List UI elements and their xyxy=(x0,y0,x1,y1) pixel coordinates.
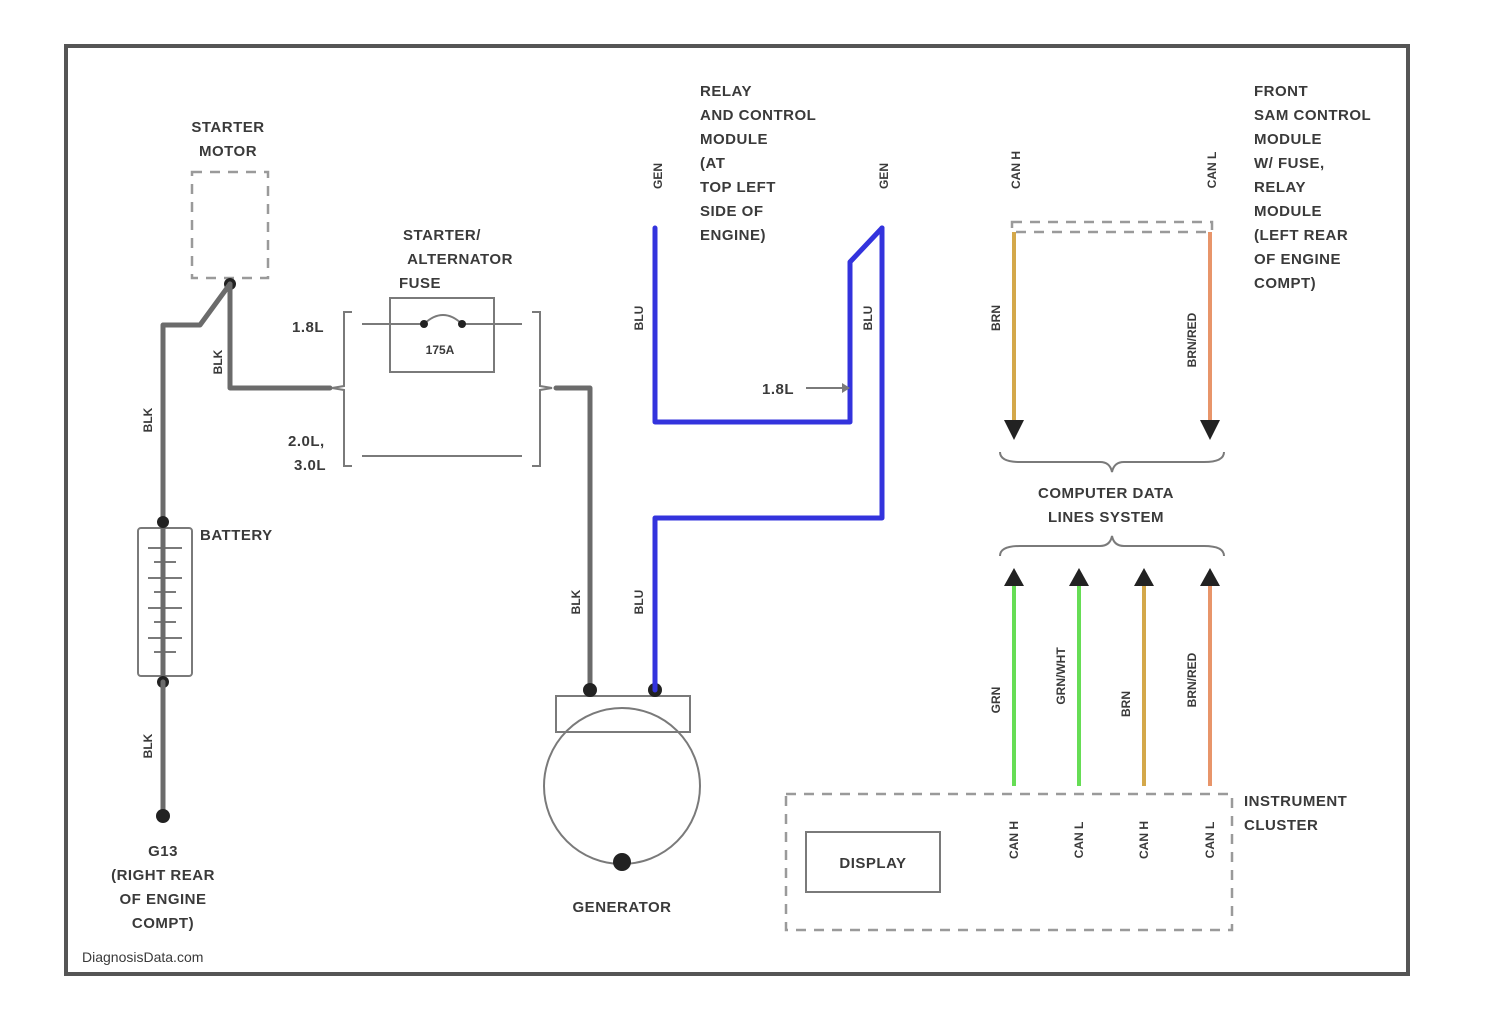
computer-data-label-1: COMPUTER DATA xyxy=(1038,485,1174,502)
fuse-to-generator-wire xyxy=(556,388,590,688)
sam-label-7: (LEFT REAR xyxy=(1254,227,1348,244)
battery-label: BATTERY xyxy=(200,527,273,544)
starter-to-fuse-wire xyxy=(230,284,330,388)
ic-wire-3-color: BRN xyxy=(1119,691,1133,717)
battery: BATTERY xyxy=(138,516,273,688)
instrument-cluster-label-2: CLUSTER xyxy=(1244,817,1318,834)
sam-pin-right-name: CAN L xyxy=(1205,152,1219,189)
sam-label-5: RELAY xyxy=(1254,179,1306,196)
generator-label: GENERATOR xyxy=(573,899,672,916)
relay-control-module: RELAY AND CONTROL MODULE (AT TOP LEFT SI… xyxy=(651,83,891,244)
sam-label-9: COMPT) xyxy=(1254,275,1316,292)
battery-neg-wire-color: BLK xyxy=(141,733,155,758)
generator: GENERATOR xyxy=(544,683,700,916)
sam-label-4: W/ FUSE, xyxy=(1254,155,1325,172)
display-label: DISPLAY xyxy=(839,855,906,872)
starter-to-battery-wire xyxy=(163,284,230,522)
can-l-top-wire-color: BRN/RED xyxy=(1185,312,1199,367)
relay-label-3: MODULE xyxy=(700,131,768,148)
relay-pin-left-name: GEN xyxy=(651,163,665,189)
starter-wire-color: BLK xyxy=(211,349,225,374)
fuse-label-1: STARTER/ xyxy=(403,227,481,244)
sam-pin-left-name: CAN H xyxy=(1009,151,1023,189)
sam-label-3: MODULE xyxy=(1254,131,1322,148)
relay-label-5: TOP LEFT xyxy=(700,179,776,196)
sam-label-8: OF ENGINE xyxy=(1254,251,1341,268)
fuse-label-2: ALTERNATOR xyxy=(407,251,513,268)
generator-d-wire-color: BLU xyxy=(632,590,646,615)
instrument-cluster-label-1: INSTRUMENT xyxy=(1244,793,1347,810)
starter-alternator-fuse: STARTER/ ALTERNATOR FUSE 175A 1.8L 2.0L,… xyxy=(288,227,552,474)
ic-wire-4-color: BRN/RED xyxy=(1185,652,1199,707)
fuse-rating: 175A xyxy=(426,343,455,357)
relay-label-1: RELAY xyxy=(700,83,752,100)
watermark-text: DiagnosisData.com xyxy=(82,949,203,965)
front-sam-module: FRONT SAM CONTROL MODULE W/ FUSE, RELAY … xyxy=(1009,83,1371,292)
ic-wire-1-color: GRN xyxy=(989,687,1003,714)
ground-label-4: COMPT) xyxy=(132,915,194,932)
ic-pin-3-name: CAN H xyxy=(1137,821,1151,859)
relay-label-4: (AT xyxy=(700,155,725,172)
ground-label-3: OF ENGINE xyxy=(119,891,206,908)
relay-label-6: SIDE OF xyxy=(700,203,764,220)
ground-label-1: G13 xyxy=(148,843,178,860)
relay-label-2: AND CONTROL xyxy=(700,107,816,124)
starter-motor: STARTER MOTOR xyxy=(191,119,268,290)
engine-variant-2a: 2.0L, xyxy=(288,433,325,450)
engine-variant-1: 1.8L xyxy=(292,319,324,336)
computer-data-label-2: LINES SYSTEM xyxy=(1048,509,1164,526)
ic-wire-2-color: GRN/WHT xyxy=(1054,647,1068,705)
sam-label-1: FRONT xyxy=(1254,83,1308,100)
engine-variant-arrow-label: 1.8L xyxy=(762,381,794,398)
sam-label-6: MODULE xyxy=(1254,203,1322,220)
battery-pos-wire-color: BLK xyxy=(141,407,155,432)
sam-label-2: SAM CONTROL xyxy=(1254,107,1371,124)
ic-pin-4-name: CAN L xyxy=(1203,822,1217,859)
relay-left-wire-color: BLU xyxy=(632,306,646,331)
ic-pin-2-name: CAN L xyxy=(1072,822,1086,859)
relay-pin-right-name: GEN xyxy=(877,163,891,189)
fuse-label-3: FUSE xyxy=(399,275,441,292)
relay-right-wire-color: BLU xyxy=(861,306,875,331)
engine-variant-2b: 3.0L xyxy=(294,457,326,474)
ground-g13 xyxy=(156,809,170,823)
ground-label-2: (RIGHT REAR xyxy=(111,867,215,884)
starter-motor-label-2: MOTOR xyxy=(199,143,257,160)
can-h-top-wire-color: BRN xyxy=(989,305,1003,331)
instrument-cluster: DISPLAY INSTRUMENT CLUSTER CAN H CAN L C… xyxy=(786,793,1347,930)
generator-b-wire-color: BLK xyxy=(569,589,583,614)
starter-motor-label-1: STARTER xyxy=(191,119,264,136)
ic-pin-1-name: CAN H xyxy=(1007,821,1021,859)
relay-label-7: ENGINE) xyxy=(700,227,766,244)
